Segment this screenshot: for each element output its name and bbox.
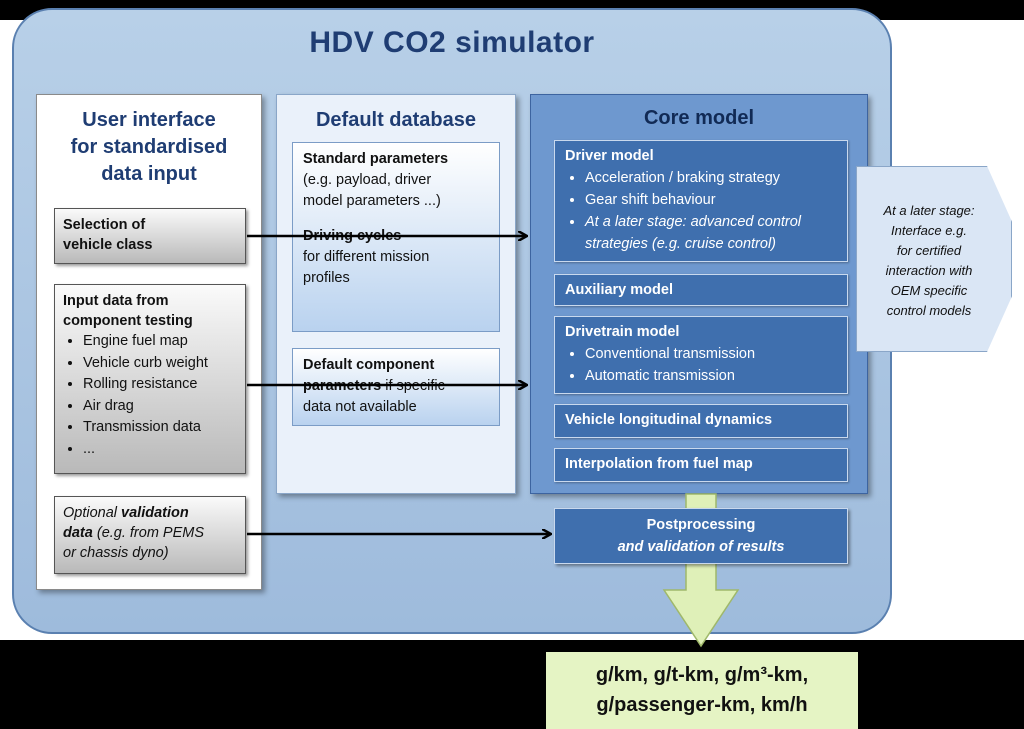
list-item: Conventional transmission <box>585 343 837 365</box>
list-item: Vehicle curb weight <box>83 353 237 375</box>
vehicle-dynamics-box: Vehicle longitudinal dynamics <box>554 404 848 438</box>
default-database-title: Default database <box>315 109 477 131</box>
list-item: Gear shift behaviour <box>585 189 837 211</box>
list-item: At a later stage: advanced control strat… <box>585 211 837 255</box>
output-units-box: g/km, g/t-km, g/m³-km, g/passenger-km, k… <box>546 652 858 729</box>
interpolation-box: Interpolation from fuel map <box>554 448 848 482</box>
component-testing-list: Engine fuel map Vehicle curb weight Roll… <box>63 331 237 461</box>
list-item: ... <box>83 439 237 461</box>
vehicle-class-box: Selection of vehicle class <box>54 208 246 264</box>
list-item: Air drag <box>83 396 237 418</box>
auxiliary-model-box: Auxiliary model <box>554 274 848 306</box>
drivetrain-model-list: Conventional transmission Automatic tran… <box>565 343 837 387</box>
core-model-title: Core model <box>643 107 755 129</box>
list-item: Acceleration / braking strategy <box>585 167 837 189</box>
later-stage-interface-note: At a later stage: Interface e.g. for cer… <box>856 166 1012 352</box>
default-component-box: Default component parameters if specific… <box>292 348 500 426</box>
driver-model-list: Acceleration / braking strategy Gear shi… <box>565 167 837 255</box>
bottom-black-band <box>0 640 1024 729</box>
drivetrain-model-box: Drivetrain model Conventional transmissi… <box>554 316 848 394</box>
list-item: Engine fuel map <box>83 331 237 353</box>
component-testing-box: Input data from component testing Engine… <box>54 284 246 474</box>
list-item: Automatic transmission <box>585 365 837 387</box>
postprocessing-box: Postprocessing and validation of results <box>554 508 848 564</box>
validation-data-box: Optional validation data (e.g. from PEMS… <box>54 496 246 574</box>
list-item: Rolling resistance <box>83 374 237 396</box>
standard-parameters-box: Standard parameters (e.g. payload, drive… <box>292 142 500 332</box>
driver-model-box: Driver model Acceleration / braking stra… <box>554 140 848 262</box>
diagram-title: HDV CO2 simulator <box>309 26 595 59</box>
list-item: Transmission data <box>83 417 237 439</box>
user-interface-title: User interface for standardised data inp… <box>70 109 228 185</box>
